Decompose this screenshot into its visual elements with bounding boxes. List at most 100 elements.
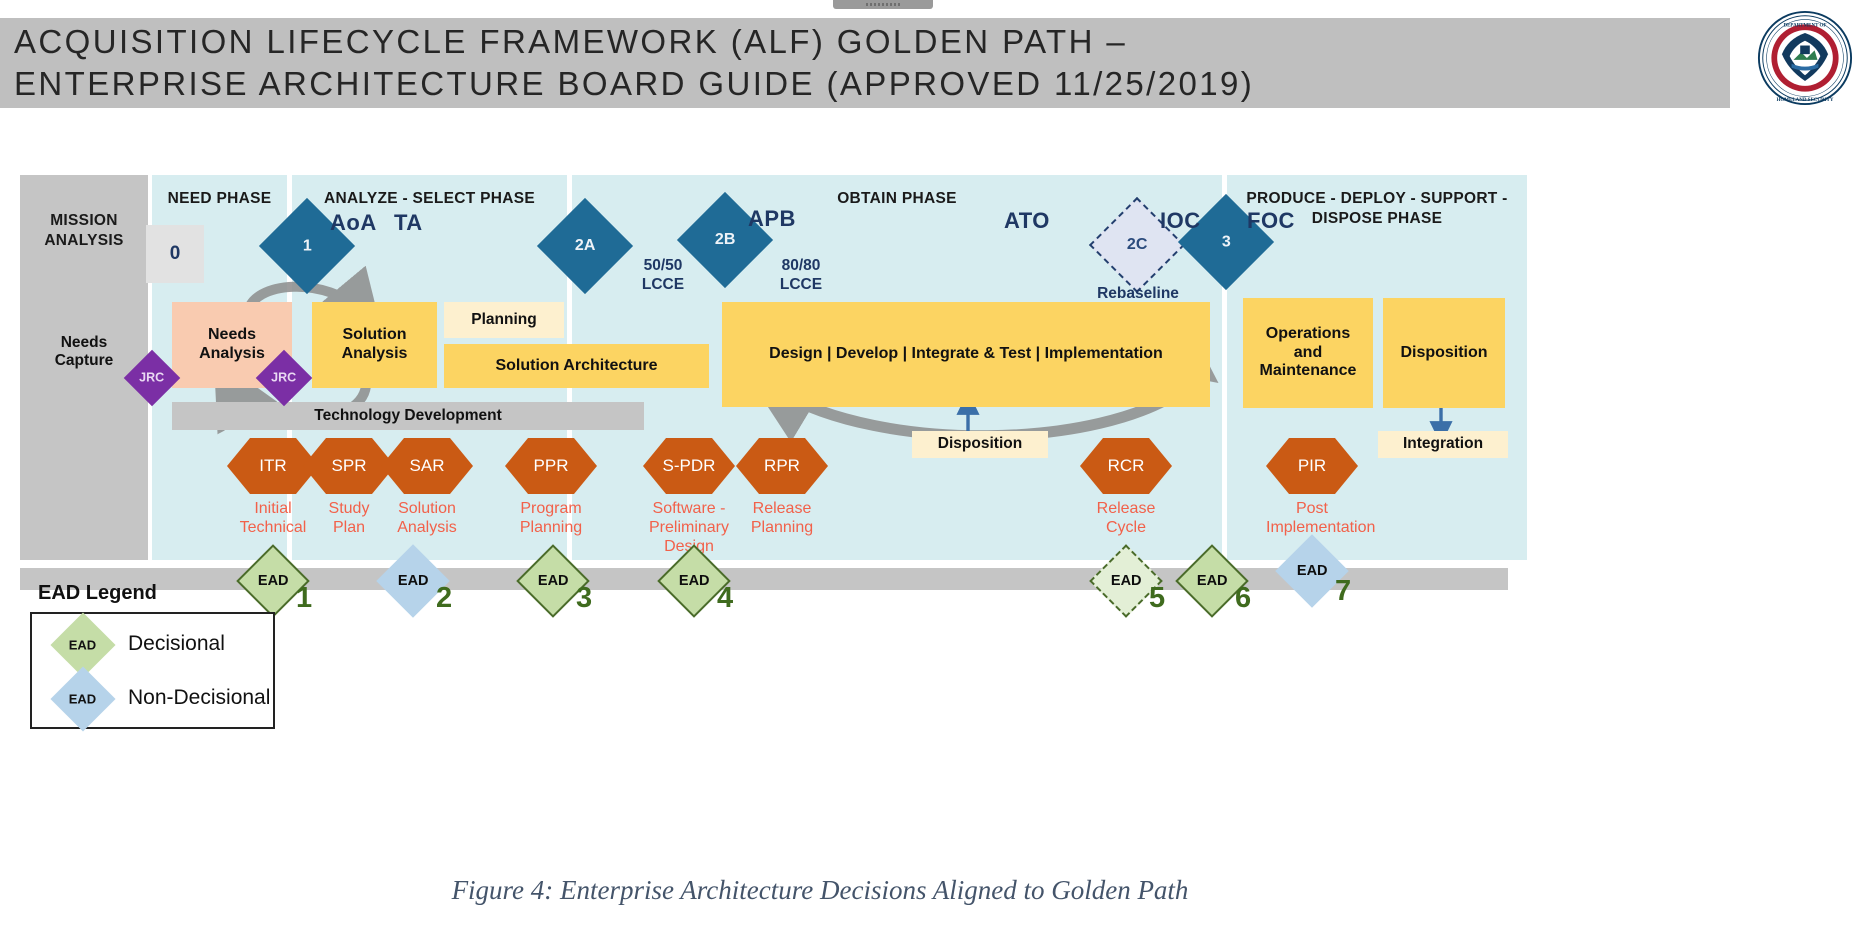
review-ppr-hexagon[interactable]: PPR	[505, 438, 597, 494]
review-itr-code: ITR	[259, 456, 287, 475]
review-spr-caption: Study Plan	[328, 500, 370, 536]
ead-decision-4-number: 4	[717, 582, 734, 614]
label-rebaseline: Rebaseline	[1097, 285, 1179, 302]
review-pir-hexagon[interactable]: PIR	[1266, 438, 1358, 494]
activity-design-develop-integrate-implement[interactable]: Design | Develop | Integrate & Test | Im…	[722, 302, 1210, 407]
review-rcr[interactable]: RCR Release Cycle	[1080, 438, 1172, 537]
review-s-pdr-code: S-PDR	[662, 456, 716, 475]
review-rpr-hexagon[interactable]: RPR	[736, 438, 828, 494]
milestone-adp-0[interactable]: 0	[146, 225, 204, 283]
review-spr[interactable]: SPR Study Plan	[303, 438, 395, 537]
review-pir-caption: Post Implementation	[1266, 500, 1376, 536]
milestone-adp-1-label: 1	[302, 237, 312, 254]
review-rcr-hexagon[interactable]: RCR	[1080, 438, 1172, 494]
ead-decision-6-number: 6	[1235, 582, 1252, 614]
callout-disposition[interactable]: Disposition	[912, 431, 1048, 458]
ead-decision-3-number: 3	[576, 582, 593, 614]
phase-label-obtain-phase: OBTAIN PHASE	[837, 190, 957, 207]
legend-title: EAD Legend	[38, 582, 157, 604]
activity-planning[interactable]: Planning	[444, 302, 564, 338]
ead-decision-3-label: EAD	[537, 573, 569, 589]
figure-caption: Figure 4: Enterprise Architecture Decisi…	[451, 875, 1189, 905]
ead-decision-4-label: EAD	[678, 573, 710, 589]
milestone-adp-2c-label: 2C	[1126, 235, 1148, 253]
review-spr-code: SPR	[331, 456, 367, 475]
review-rpr[interactable]: RPR Release Planning	[736, 438, 828, 537]
page-title: ACQUISITION LIFECYCLE FRAMEWORK (ALF) GO…	[14, 23, 1255, 102]
review-rcr-code: RCR	[1107, 456, 1145, 475]
activity-operations-and-maintenance-label: Operations and Maintenance	[1259, 324, 1357, 380]
activity-needs-capture-label: Needs Capture	[54, 333, 114, 369]
activity-integration-label: Integration	[1402, 435, 1484, 453]
label-apb: APB	[748, 206, 796, 231]
review-spr-hexagon[interactable]: SPR	[303, 438, 395, 494]
legend-decisional-badge: EAD	[69, 637, 97, 653]
legend-item-non-decisional: EAD Non-Decisional	[32, 666, 273, 732]
activity-disposition-label: Disposition	[1400, 343, 1488, 361]
review-rpr-caption: Release Planning	[750, 500, 814, 536]
activity-solution-architecture-label: Solution Architecture	[495, 356, 658, 374]
activity-technology-development[interactable]: Technology Development	[172, 402, 644, 430]
milestone-adp-0-label: 0	[169, 242, 181, 264]
review-itr-caption: Initial Technical	[239, 500, 307, 536]
label-foc: FOC	[1247, 208, 1295, 233]
activity-solution-architecture[interactable]: Solution Architecture	[444, 344, 709, 388]
ead-decision-7-label: EAD	[1296, 563, 1328, 579]
legend-decisional-label: Decisional	[128, 632, 225, 655]
activity-planning-label: Planning	[471, 310, 537, 328]
window-chrome-sliver	[833, 0, 933, 9]
review-sar-hexagon[interactable]: SAR	[381, 438, 473, 494]
phase-lane-mission-analysis: MISSION ANALYSIS	[20, 175, 148, 560]
review-pir[interactable]: PIR Post Implementation	[1266, 438, 1376, 537]
label-ato: ATO	[1004, 208, 1050, 233]
legend-non-decisional-label: Non-Decisional	[128, 686, 271, 709]
ead-decision-1-label: EAD	[257, 573, 289, 589]
activity-operations-and-maintenance[interactable]: Operations and Maintenance	[1243, 298, 1373, 408]
milestone-adp-3-label: 3	[1221, 233, 1231, 250]
ead-decision-5-label: EAD	[1110, 573, 1142, 589]
phase-label-need-phase: NEED PHASE	[167, 190, 272, 207]
legend-item-decisional: EAD Decisional	[32, 612, 273, 678]
review-rpr-code: RPR	[764, 456, 800, 475]
ead-decision-6-label: EAD	[1196, 573, 1228, 589]
page-header-band: ACQUISITION LIFECYCLE FRAMEWORK (ALF) GO…	[0, 18, 1730, 108]
review-pir-code: PIR	[1297, 456, 1327, 475]
activity-technology-development-label: Technology Development	[314, 406, 502, 424]
review-ppr-caption: Program Planning	[519, 500, 583, 536]
svg-text:HOMELAND SECURITY: HOMELAND SECURITY	[1777, 98, 1834, 103]
ead-decision-2-number: 2	[436, 582, 453, 614]
gate-jrc-right-label: JRC	[271, 370, 297, 385]
ead-decision-1-number: 1	[296, 582, 313, 614]
review-sar-code: SAR	[409, 456, 445, 475]
alf-golden-path-diagram: MISSION ANALYSIS NEED PHASE ANALYZE - SE…	[0, 150, 1866, 870]
svg-text:DEPARTMENT OF: DEPARTMENT OF	[1784, 23, 1827, 28]
callout-disposition-label: Disposition	[937, 435, 1023, 453]
phase-label-produce-deploy-support-dispose-phase: PRODUCE - DEPLOY - SUPPORT - DISPOSE PHA…	[1246, 190, 1508, 227]
label-lcce-5050: 50/50 LCCE	[641, 257, 685, 293]
label-lcce-8080: 80/80 LCCE	[779, 257, 823, 293]
dhs-seal-icon: DEPARTMENT OF HOMELAND SECURITY	[1757, 10, 1853, 106]
ead-decision-7-number: 7	[1335, 575, 1352, 607]
activity-integration[interactable]: Integration	[1378, 431, 1508, 458]
review-s-pdr[interactable]: S-PDR Software - Preliminary Design	[643, 438, 735, 556]
activity-solution-analysis[interactable]: Solution Analysis	[312, 302, 437, 388]
milestone-adp-2a-label: 2A	[574, 236, 596, 254]
label-ta: TA	[394, 210, 423, 235]
activity-design-develop-integrate-implement-label: Design | Develop | Integrate & Test | Im…	[769, 345, 1163, 363]
review-ppr[interactable]: PPR Program Planning	[505, 438, 597, 537]
milestone-adp-2b-label: 2B	[714, 230, 736, 248]
review-ppr-code: PPR	[533, 456, 569, 475]
legend-non-decisional-badge: EAD	[69, 691, 97, 707]
activity-disposition[interactable]: Disposition	[1383, 298, 1505, 408]
grip-icon	[866, 3, 900, 6]
label-aoa: AoA	[330, 210, 377, 235]
legend-non-decisional-diamond: EAD	[50, 666, 116, 732]
activity-needs-capture[interactable]: Needs Capture	[20, 322, 148, 382]
activity-solution-analysis-label: Solution Analysis	[341, 326, 408, 362]
ead-decision-2-label: EAD	[397, 573, 429, 589]
label-ioc: IOC	[1160, 208, 1201, 233]
review-sar[interactable]: SAR Solution Analysis	[381, 438, 473, 537]
review-s-pdr-hexagon[interactable]: S-PDR	[643, 438, 735, 494]
review-rcr-caption: Release Cycle	[1096, 500, 1156, 536]
review-sar-caption: Solution Analysis	[397, 500, 457, 536]
